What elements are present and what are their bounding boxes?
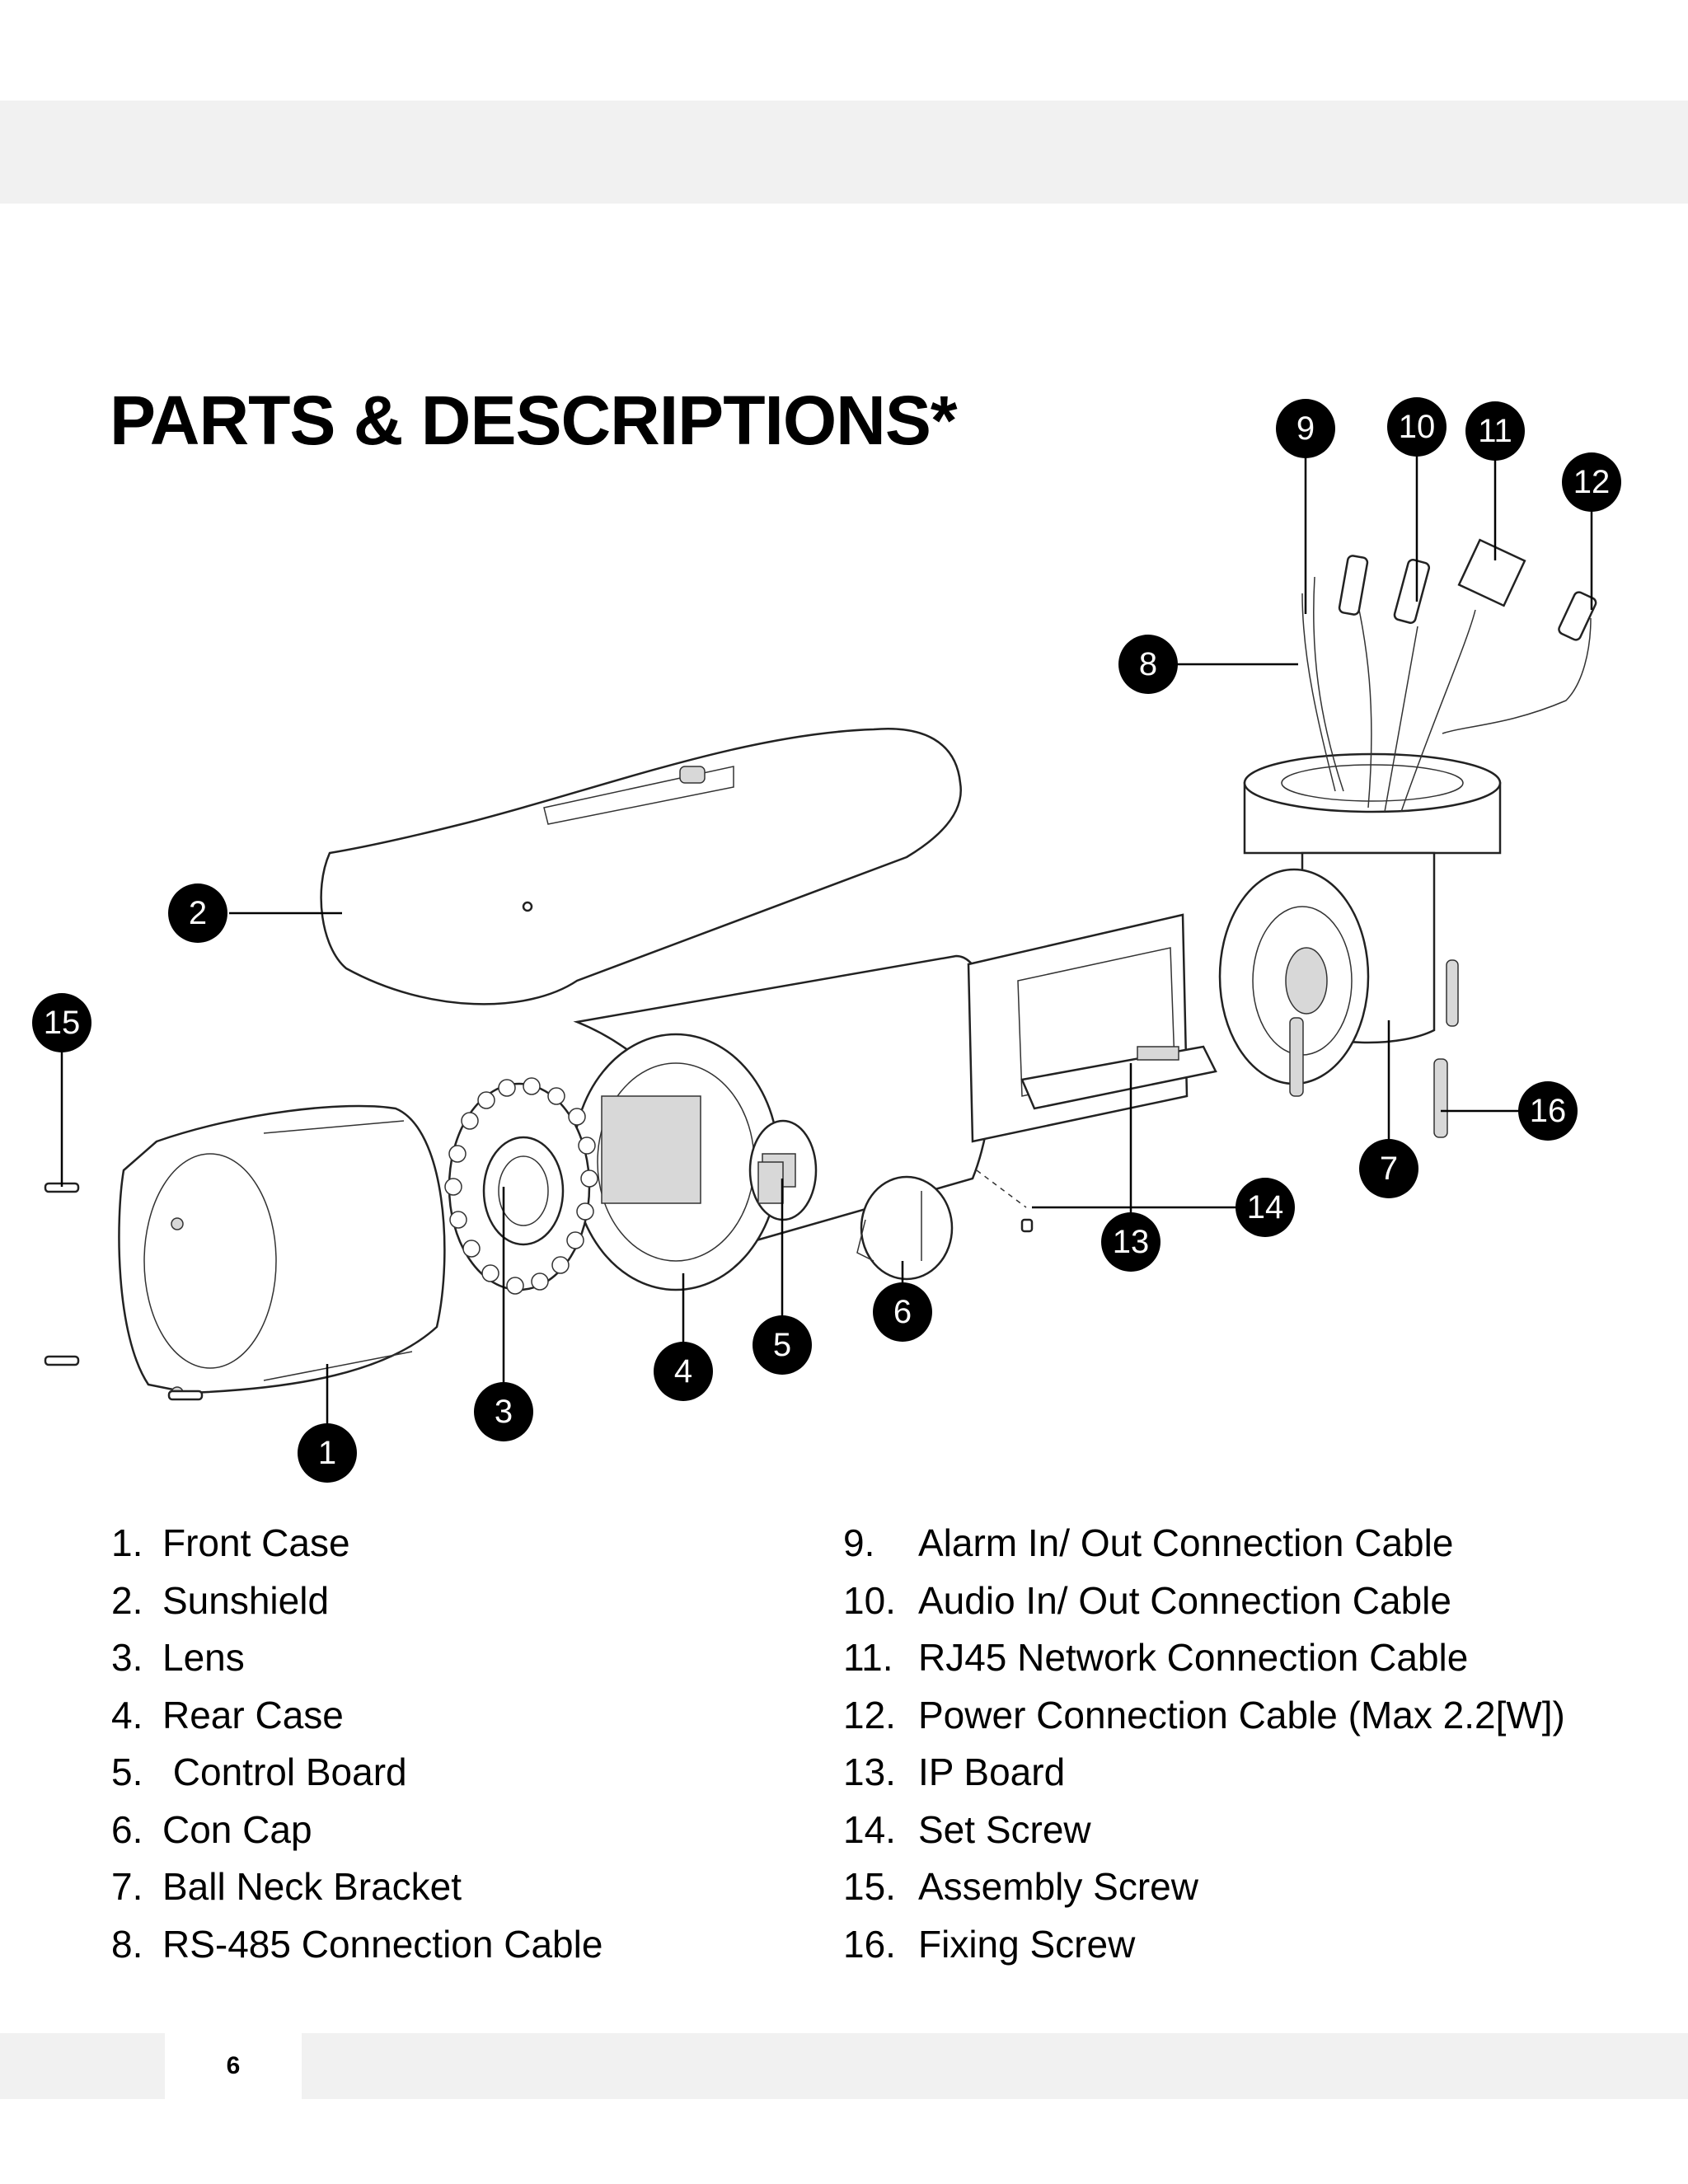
item-label: Audio In/ Out Connection Cable [918,1578,1451,1622]
svg-text:4: 4 [674,1353,692,1390]
list-item: 14. Set Screw [843,1802,1565,1859]
item-label: Front Case [162,1521,350,1564]
list-item: 9. Alarm In/ Out Connection Cable [843,1515,1565,1572]
callout-12: 12 [1562,452,1621,512]
callout-2: 2 [168,883,227,943]
item-number: 2. [111,1578,143,1622]
item-label: IP Board [918,1750,1066,1793]
svg-text:5: 5 [773,1327,791,1363]
item-label: RJ45 Network Connection Cable [918,1636,1469,1679]
svg-text:14: 14 [1247,1189,1284,1226]
list-item: 1. Front Case [111,1515,603,1572]
item-number: 16. [843,1922,896,1966]
page-number: 6 [165,2033,302,2099]
item-label: Control Board [162,1750,407,1793]
item-number: 11. [843,1636,893,1679]
svg-text:3: 3 [495,1394,513,1430]
control-board-drawing [757,1161,784,1204]
callout-8: 8 [1118,635,1178,694]
callout-11: 11 [1465,401,1525,461]
item-label: Power Connection Cable (Max 2.2[W]) [918,1693,1565,1736]
callout-3: 3 [474,1382,533,1441]
svg-text:8: 8 [1139,646,1157,682]
item-number: 4. [111,1693,143,1736]
list-item: 13. IP Board [843,1744,1565,1802]
list-item: 8. RS-485 Connection Cable [111,1916,603,1974]
list-item: 4. Rear Case [111,1687,603,1745]
header-band [0,101,1688,204]
item-label: Sunshield [162,1578,330,1622]
item-number: 14. [843,1807,896,1851]
item-number: 15. [843,1865,896,1908]
item-number: 10. [843,1578,896,1622]
callout-7: 7 [1359,1139,1418,1198]
page-title: PARTS & DESCRIPTIONS* [110,382,958,459]
item-number: 8. [111,1922,143,1966]
callout-13: 13 [1101,1212,1160,1272]
front-case-drawing [118,1104,446,1394]
callout-1: 1 [298,1423,357,1483]
svg-text:15: 15 [44,1005,81,1041]
callout-16: 16 [1518,1081,1578,1141]
list-item: 6. Con Cap [111,1802,603,1859]
svg-text:12: 12 [1573,464,1611,500]
diagram-drawing: 1 2 3 4 5 6 7 8 9 10 11 12 13 14 15 16 [32,397,1621,1483]
callout-4: 4 [654,1342,713,1401]
set-screw-drawing [1020,1218,1034,1233]
svg-text:16: 16 [1530,1093,1567,1129]
parts-list-left: 1. Front Case 2. Sunshield 3. Lens 4. Rear C… [111,1515,603,1973]
list-item: 2. Sunshield [111,1572,603,1630]
item-label: Con Cap [162,1807,312,1851]
list-item: 3. Lens [111,1629,603,1687]
callout-5: 5 [753,1315,812,1375]
callout-9: 9 [1276,399,1335,458]
svg-text:2: 2 [189,895,207,931]
callout-6: 6 [873,1282,932,1342]
list-item: 10. Audio In/ Out Connection Cable [843,1572,1565,1630]
item-number: 6. [111,1807,143,1851]
item-label: Fixing Screw [918,1922,1136,1966]
callout-15: 15 [32,993,91,1052]
item-label: Alarm In/ Out Connection Cable [918,1521,1454,1564]
list-item: 11. RJ45 Network Connection Cable [843,1629,1565,1687]
item-number: 1. [111,1521,143,1564]
item-label: Assembly Screw [918,1865,1198,1908]
fixing-screws-drawing [1289,959,1459,1138]
svg-text:6: 6 [893,1294,912,1330]
item-label: Ball Neck Bracket [162,1865,462,1908]
item-number: 12. [843,1693,896,1736]
list-item: 16. Fixing Screw [843,1916,1565,1974]
cable-bundle-drawing [1301,538,1597,813]
ball-neck-bracket-drawing [1218,752,1502,1085]
item-label: Lens [162,1636,245,1679]
parts-list-right: 9. Alarm In/ Out Connection Cable 10. Audi… [843,1515,1565,1973]
callout-14: 14 [1236,1178,1295,1237]
item-number: 5. [111,1750,143,1793]
svg-text:11: 11 [1478,413,1512,449]
callout-10: 10 [1387,397,1447,457]
svg-text:10: 10 [1399,409,1436,445]
item-label: RS-485 Connection Cable [162,1922,603,1966]
item-number: 9. [843,1521,875,1564]
list-item: 12. Power Connection Cable (Max 2.2[W]) [843,1687,1565,1745]
list-item: 5. Control Board [111,1744,603,1802]
svg-text:13: 13 [1113,1224,1150,1260]
item-number: 7. [111,1865,143,1908]
sunshield-drawing [320,728,962,1005]
svg-text:1: 1 [318,1435,336,1471]
ip-board-drawing [967,913,1189,1143]
con-cap-drawing [860,1175,954,1281]
item-label: Rear Case [162,1693,344,1736]
exploded-camera-diagram: 1 2 3 4 5 6 7 8 9 10 11 12 13 14 15 16 [0,379,1688,1492]
svg-text:7: 7 [1380,1151,1398,1187]
assembly-screws-drawing [44,1182,204,1401]
item-number: 13. [843,1750,896,1793]
list-item: 7. Ball Neck Bracket [111,1858,603,1916]
item-number: 3. [111,1636,143,1679]
svg-text:9: 9 [1296,410,1315,447]
list-item: 15. Assembly Screw [843,1858,1565,1916]
item-label: Set Screw [918,1807,1091,1851]
